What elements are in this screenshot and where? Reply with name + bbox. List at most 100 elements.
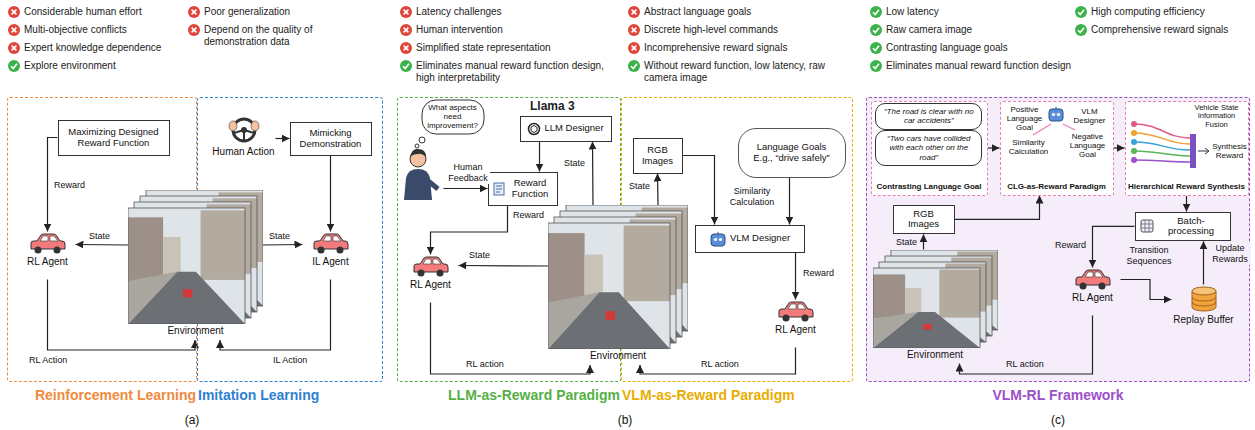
edge-label: State [628,181,651,192]
fusion-bar [1190,134,1196,168]
connector [1114,147,1125,148]
icon-mark [1078,28,1084,33]
vehicle [605,311,615,320]
icon-mark [632,46,637,51]
robot-head [711,234,725,246]
camera-frames [873,250,998,348]
fusion-curve [1134,142,1190,150]
node-text: Similarity Calculation [1004,138,1054,156]
node-text: Hierarchical Reward Synthesis [1128,182,1246,191]
edge-label: RL Action [28,355,68,366]
con-icon [188,6,200,18]
thought-dot [419,137,425,143]
edge-label: Human Feedback [446,162,490,184]
connector [988,147,1000,148]
node-text: Maximizing Designed Reward Function [63,127,165,149]
edge-label: Transition Sequences [1122,245,1176,267]
icon-disc [8,24,20,36]
building [873,274,905,318]
connector [444,188,488,189]
label-text: (a) [180,413,204,427]
frame-sky [128,208,245,324]
car-wheel [34,246,41,253]
panel-label: (c) [1046,413,1070,427]
icon-disc [8,60,20,72]
icon-disc [400,42,412,54]
list-item: Multi-objective conflicts [8,24,186,36]
icon-disc [400,6,412,18]
icon-disc [1075,24,1087,36]
hand [251,121,259,131]
car-wheel [1079,282,1086,289]
camera-frame [128,208,245,324]
wheel-icon [227,115,261,145]
label-text: Simplified state representation [400,42,622,54]
icon-disc [870,6,882,18]
con-icon [400,42,412,54]
car-wheel [417,269,424,276]
pro-icon [870,24,882,36]
icon-mark [404,10,409,15]
node-text: Negative Language Goal [1065,132,1111,160]
state-dot [1131,157,1137,163]
building [548,233,585,302]
process-box: RGB Images [893,205,955,235]
node-text: RGB Images [638,145,678,167]
pro-icon [870,42,882,54]
camera-frame [873,268,980,348]
icon-mark [404,46,409,51]
module-box: Contrasting Language Goal“The road is cl… [871,101,988,196]
car-body [779,302,813,317]
list-item: Eliminates manual reward function design… [400,60,622,84]
speech-bubble: “Two cars have collided with each other … [875,130,982,166]
icon-mark [12,46,17,51]
robot-icon [1049,106,1063,120]
pro-icon [1075,6,1087,18]
framework-ground [866,97,1250,382]
list-item: Explore environment [8,60,186,72]
robot-head [1049,109,1063,121]
edge-label: Reward [802,268,835,279]
node-text: Replay Buffer [1173,314,1233,326]
node-text: IL Agent [312,256,348,268]
edge-label: Update Rewards [1209,243,1251,265]
frame-sky [548,223,670,349]
agent-car: RL Agent [1065,268,1121,316]
list-item: Human intervention [400,24,622,36]
con-icon [400,6,412,18]
state-dot [1131,121,1137,127]
pro-icon [400,60,412,72]
person-hair [410,148,426,156]
pro-icon [1075,24,1087,36]
process-box: Mimicking Demonstration [290,122,372,156]
list-item: High computing efficiency [1075,6,1250,18]
car-window [788,304,806,309]
openai-icon [527,122,541,136]
label-text: Eliminates manual reward function design… [400,60,622,84]
list-item: Low latency [870,6,1070,18]
db-icon [1189,285,1219,313]
list-item: Expert knowledge dependence [8,42,186,54]
edge-label: RL action [700,359,740,370]
con-icon [628,42,640,54]
process-box: Maximizing Designed Reward Function [58,120,170,156]
human-feedback: What aspects need improvement? [400,100,444,200]
label-text: (b) [613,413,637,427]
connector [539,142,540,172]
connector [76,244,129,246]
con-icon [400,24,412,36]
car-body [414,257,448,272]
state-dot [1131,139,1137,145]
edge-label: Reward [512,210,545,221]
connector [431,206,508,255]
connector [1121,280,1172,300]
connector [923,234,924,249]
label-text: Llama 3 [530,99,610,113]
module-box: Hierarchical Reward SynthesisVehicle Sta… [1125,101,1249,196]
node-text: E.g., “drive safely” [753,153,830,164]
edge-label: RL action [1005,359,1045,370]
car-window [323,236,341,241]
label-text: High computing efficiency [1075,6,1250,18]
icon-mark [403,64,409,69]
road [128,272,245,324]
